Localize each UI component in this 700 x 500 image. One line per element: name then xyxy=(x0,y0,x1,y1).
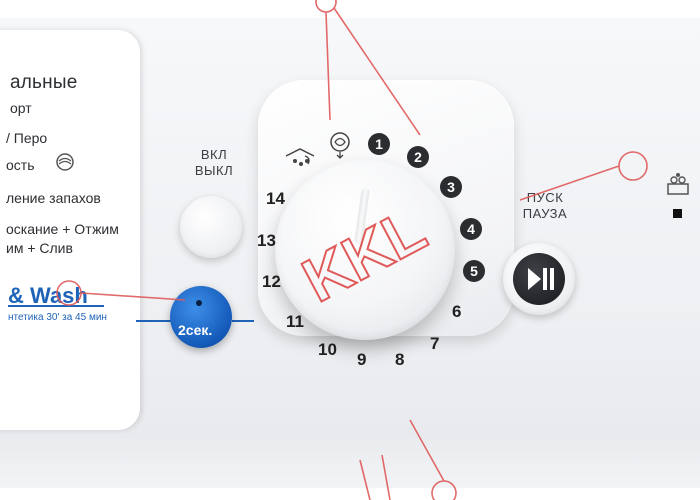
led-dot xyxy=(196,300,202,306)
legend-title: альные xyxy=(10,72,78,93)
power-label: ВКЛ ВЫКЛ xyxy=(186,147,242,179)
program-number[interactable]: 11 xyxy=(286,312,304,331)
door-lock-icon xyxy=(664,172,692,203)
program-badge-3[interactable]: 3 xyxy=(440,176,462,198)
power-label-on: ВКЛ xyxy=(200,147,228,162)
indicator-led xyxy=(673,209,682,218)
program-badge-4[interactable]: 4 xyxy=(460,218,482,240)
play-pause-icon xyxy=(513,253,565,305)
program-selector-knob[interactable] xyxy=(275,160,455,340)
panel-lower-trim xyxy=(0,438,700,488)
legend-item: оскание + Отжим xyxy=(6,221,119,237)
power-wash-subtitle: нтетика 30' за 45 мин xyxy=(8,312,107,323)
legend-item: ление запахов xyxy=(6,190,101,206)
wool-icon xyxy=(55,152,75,177)
power-label-off: ВЫКЛ xyxy=(194,163,234,178)
legend-item: им + Слив xyxy=(6,240,73,256)
program-number[interactable]: 12 xyxy=(262,272,281,291)
start-pause-label: ПУСК ПАУЗА xyxy=(510,190,580,222)
power-wash-connector xyxy=(232,320,254,322)
legend-item: ость xyxy=(6,157,35,173)
program-number[interactable]: 10 xyxy=(318,340,337,359)
power-wash-button-label: 2сек. xyxy=(178,322,213,338)
program-number[interactable]: 13 xyxy=(257,231,276,250)
power-button[interactable] xyxy=(180,196,242,258)
program-legend xyxy=(0,30,140,430)
program-number[interactable]: 14 xyxy=(266,189,285,208)
program-badge-1[interactable]: 1 xyxy=(368,133,390,155)
program-number[interactable]: 8 xyxy=(395,350,405,369)
pause-label: ПАУЗА xyxy=(522,206,568,221)
legend-item: орт xyxy=(10,100,32,116)
power-wash-underline xyxy=(8,305,104,307)
rinse-icon xyxy=(283,146,317,177)
power-wash-button[interactable] xyxy=(170,286,232,348)
program-number[interactable]: 6 xyxy=(452,302,462,321)
program-number[interactable]: 7 xyxy=(430,334,440,353)
program-badge-5[interactable]: 5 xyxy=(463,260,485,282)
program-number[interactable]: 9 xyxy=(357,350,367,369)
legend-item: / Перо xyxy=(6,130,48,146)
start-label: ПУСК xyxy=(526,190,564,205)
spin-icon xyxy=(327,130,353,165)
program-badge-2[interactable]: 2 xyxy=(407,146,429,168)
power-wash-connector xyxy=(136,320,174,322)
